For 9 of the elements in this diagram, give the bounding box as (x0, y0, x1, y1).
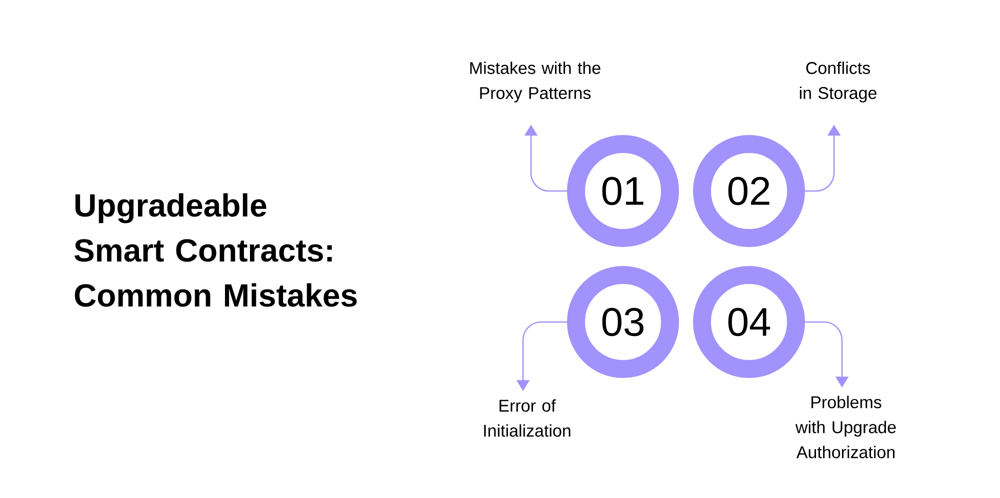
title: Upgradeable Smart Contracts: Common Mistakes (74, 193, 357, 307)
item-label: Problems with Upgrade Authorization (795, 396, 896, 458)
item-label: Conflicts in Storage (800, 62, 876, 102)
item-label: Error of Initialization (484, 399, 570, 437)
numbered-ring: 04 (693, 266, 805, 378)
item-label: Mistakes with the Proxy Patterns (470, 62, 600, 102)
numbered-ring: 03 (567, 266, 679, 378)
numbered-ring: 01 (567, 135, 679, 247)
numbered-ring: 02 (693, 135, 805, 247)
